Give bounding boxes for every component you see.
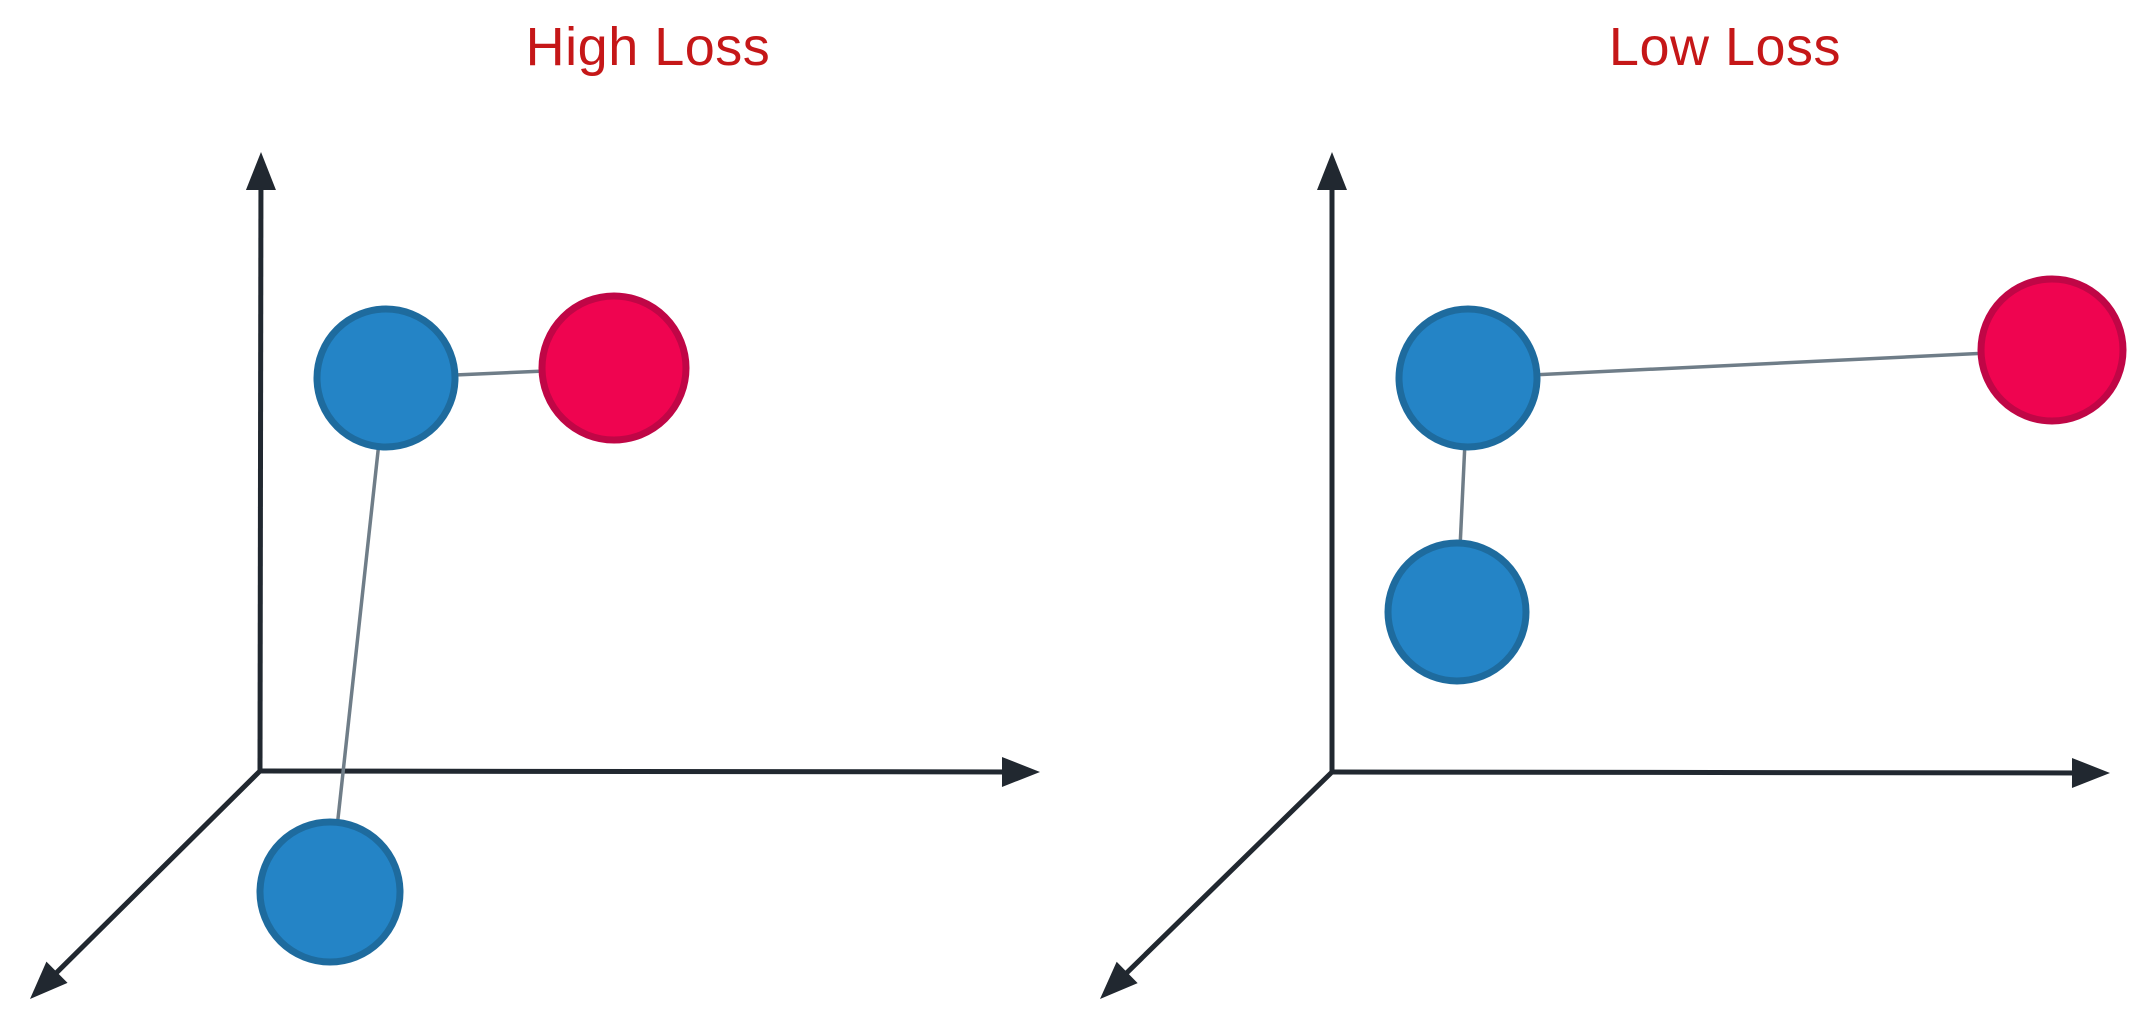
panel-title-low-loss: Low Loss — [1608, 17, 1842, 77]
high-loss-node-anchor — [313, 305, 459, 451]
high-loss-node-negative — [538, 292, 690, 444]
low-loss-node-positive — [1384, 539, 1530, 685]
high-loss-y-axis — [257, 174, 264, 772]
high-loss-edge-anchor-positive — [328, 377, 388, 893]
high-loss-y-axis-arrowhead-icon — [245, 152, 276, 191]
low-loss-z-axis — [1114, 770, 1334, 985]
low-loss-y-axis-arrowhead-icon — [1317, 152, 1347, 190]
high-loss-z-axis-arrowhead-icon — [30, 961, 68, 999]
low-loss-edge-anchor-negative — [1467, 348, 2053, 380]
high-loss-x-axis-arrowhead-icon — [1001, 756, 1040, 787]
low-loss-x-axis — [1331, 769, 2088, 776]
high-loss-x-axis — [259, 768, 1018, 775]
high-loss-node-positive — [256, 818, 404, 966]
panel-title-high-loss: High Loss — [525, 17, 771, 77]
low-loss-node-negative — [1977, 275, 2127, 425]
low-loss-x-axis-arrowhead-icon — [2071, 757, 2110, 788]
high-loss-z-axis — [44, 769, 262, 985]
low-loss-node-anchor — [1395, 305, 1541, 451]
low-loss-z-axis-arrowhead-icon — [1100, 961, 1138, 999]
